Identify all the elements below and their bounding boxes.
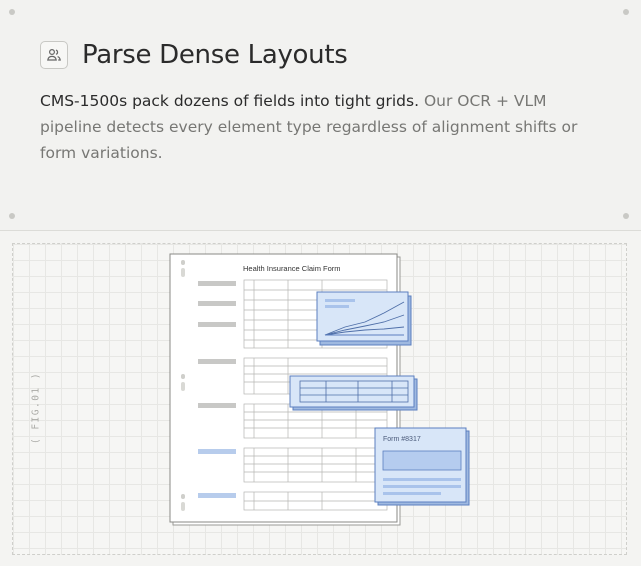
corner-dot xyxy=(623,213,629,219)
page-title: Parse Dense Layouts xyxy=(82,40,348,70)
title-row: Parse Dense Layouts xyxy=(40,40,348,70)
field-labels xyxy=(198,281,236,498)
line-chart-icon xyxy=(324,301,405,336)
description: CMS-1500s pack dozens of fields into tig… xyxy=(40,88,610,166)
form-card-label: Form #8317 xyxy=(383,436,421,443)
form-card: Form #8317 xyxy=(374,427,470,506)
form-title: Health Insurance Claim Form xyxy=(243,264,341,273)
corner-dot xyxy=(9,9,15,15)
feature-card-header: Parse Dense Layouts CMS-1500s pack dozen… xyxy=(0,0,641,231)
chart-card xyxy=(316,291,412,346)
description-muted: Our OCR + VLM pipeline detects every ele… xyxy=(40,92,578,162)
corner-dot xyxy=(9,213,15,219)
table-card xyxy=(289,375,418,411)
description-main: CMS-1500s pack dozens of fields into tig… xyxy=(40,92,420,110)
field-grid xyxy=(243,279,388,511)
users-icon xyxy=(40,41,68,69)
table-icon xyxy=(299,380,409,403)
corner-dot xyxy=(623,9,629,15)
